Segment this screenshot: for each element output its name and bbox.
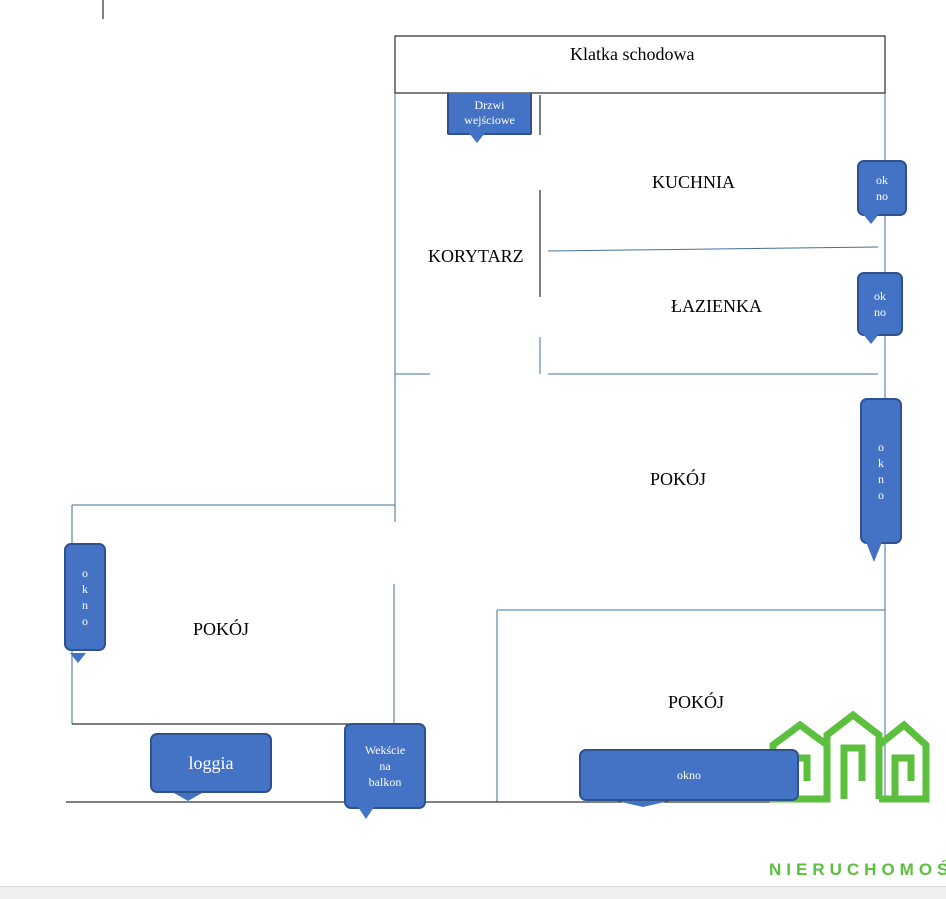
logo-house-right-inner [891, 754, 915, 799]
callout-tail [469, 133, 485, 143]
logo-house-middle [823, 710, 883, 799]
callout-tail [866, 542, 882, 562]
kitchen-window-line2: no [876, 189, 888, 203]
brand-name: NIERUCHOMOŚCI [769, 860, 946, 879]
kitchen-window-line1: ok [876, 172, 888, 187]
room-left-window-letter2: k [82, 581, 88, 596]
balcony-entrance-line2: na [379, 758, 391, 773]
loggia-label: loggia [188, 752, 234, 773]
callout-tail [617, 801, 669, 807]
room-right-window-letter4: o [878, 488, 884, 503]
kitchen-window-callout: ok no [857, 160, 907, 224]
corridor-label: KORYTARZ [428, 246, 524, 266]
entrance-door-label: Drzwi wejściowe [464, 98, 515, 127]
room-left-window-letter4: o [82, 614, 88, 629]
bathroom-label: ŁAZIENKA [671, 296, 762, 316]
footer-bar [0, 886, 946, 899]
callout-tail [358, 807, 374, 819]
stairwell-label: Klatka schodowa [570, 44, 695, 64]
room-left-label: POKÓJ [193, 619, 250, 639]
balcony-entrance-line3: balkon [368, 775, 402, 790]
room-right-middle-label: POKÓJ [650, 469, 707, 489]
balcony-entrance-callout: Wekście na balkon [344, 723, 426, 819]
room-right-window-letter2: k [878, 455, 884, 470]
room-right-window-letter1: o [878, 439, 884, 454]
bathroom-window-line1: ok [874, 288, 886, 303]
kitchen-bathroom-wall [547, 246, 879, 252]
callout-tail [863, 334, 879, 344]
room-left-window-letter1: o [82, 565, 88, 580]
loggia-callout: loggia [150, 733, 272, 801]
callout-tail [70, 653, 86, 663]
room-left-window-letter3: n [82, 598, 88, 612]
room-right-window-callout: o k n o [860, 398, 902, 562]
bottom-window-label: okno [677, 767, 701, 782]
room-bottom-right-label: POKÓJ [668, 692, 725, 712]
room-right-window-letter3: n [878, 472, 884, 486]
bathroom-window-line2: no [874, 305, 886, 319]
logo-house-right [875, 720, 930, 803]
kitchen-label: KUCHNIA [652, 172, 735, 192]
balcony-entrance-line1: Wekście [364, 742, 406, 757]
entrance-door-callout: Drzwi wejściowe [447, 93, 532, 143]
bathroom-window-callout: ok no [857, 272, 903, 344]
stairwell-box [394, 35, 886, 94]
callout-tail [863, 214, 879, 224]
callout-tail [174, 793, 202, 801]
room-left-window-callout: o k n o [64, 543, 106, 663]
bottom-window-callout: okno [579, 749, 799, 807]
logo-house-middle-inner [840, 744, 866, 799]
